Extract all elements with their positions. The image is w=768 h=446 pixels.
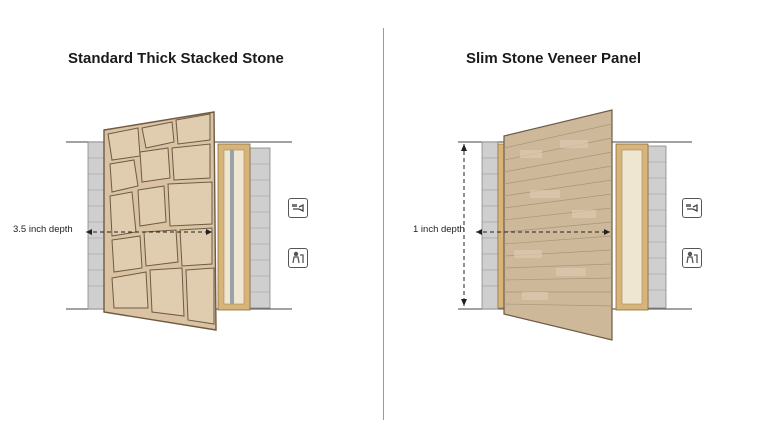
right-title: Slim Stone Veneer Panel (466, 50, 642, 67)
right-wall-assembly (458, 109, 692, 341)
block-wall-left (481, 141, 499, 310)
right-depth-label: 1 inch depth (413, 224, 465, 235)
block-wall-right (647, 145, 667, 309)
left-wall-assembly (66, 111, 292, 331)
installer-icon (288, 248, 308, 268)
installer-icon (682, 248, 702, 268)
center-divider (383, 28, 384, 420)
left-title: Standard Thick Stacked Stone (68, 50, 284, 67)
slim-veneer-panel (503, 109, 613, 341)
left-depth-label: 3.5 inch depth (13, 224, 73, 235)
measure-icon (682, 198, 702, 218)
measure-icon (288, 198, 308, 218)
